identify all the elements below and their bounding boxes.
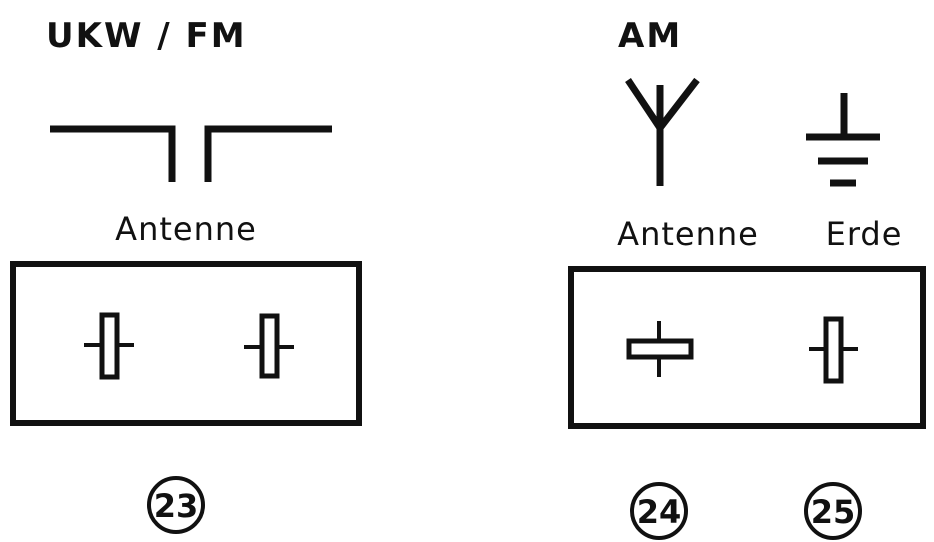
fm-heading: UKW / FM — [46, 16, 247, 56]
fm-section: UKW / FM Antenne 23 — [10, 16, 362, 534]
horizontal-slot-socket-icon[interactable] — [626, 321, 694, 377]
fm-terminal-block — [10, 261, 362, 426]
vertical-slot-socket-icon[interactable] — [84, 312, 134, 380]
ground-icon — [806, 93, 880, 187]
dipole-antenna-icon — [50, 125, 332, 182]
callout-24-number: 24 — [637, 493, 682, 531]
fm-antenna-caption: Antenne — [115, 210, 257, 248]
am-ground-caption: Erde — [826, 215, 903, 253]
callout-25: 25 — [804, 482, 862, 540]
callout-23: 23 — [147, 476, 205, 534]
callout-25-number: 25 — [811, 493, 856, 531]
callout-23-number: 23 — [154, 487, 199, 525]
am-heading: AM — [618, 16, 682, 56]
vertical-slot-socket-icon[interactable] — [809, 316, 858, 384]
vertical-slot-socket-icon[interactable] — [244, 313, 294, 379]
callout-24: 24 — [630, 482, 688, 540]
am-section: AM Antenne Erde — [568, 16, 926, 540]
am-antenna-caption: Antenne — [617, 215, 759, 253]
am-terminal-block — [568, 266, 926, 429]
am-antenna-icon — [625, 77, 700, 186]
